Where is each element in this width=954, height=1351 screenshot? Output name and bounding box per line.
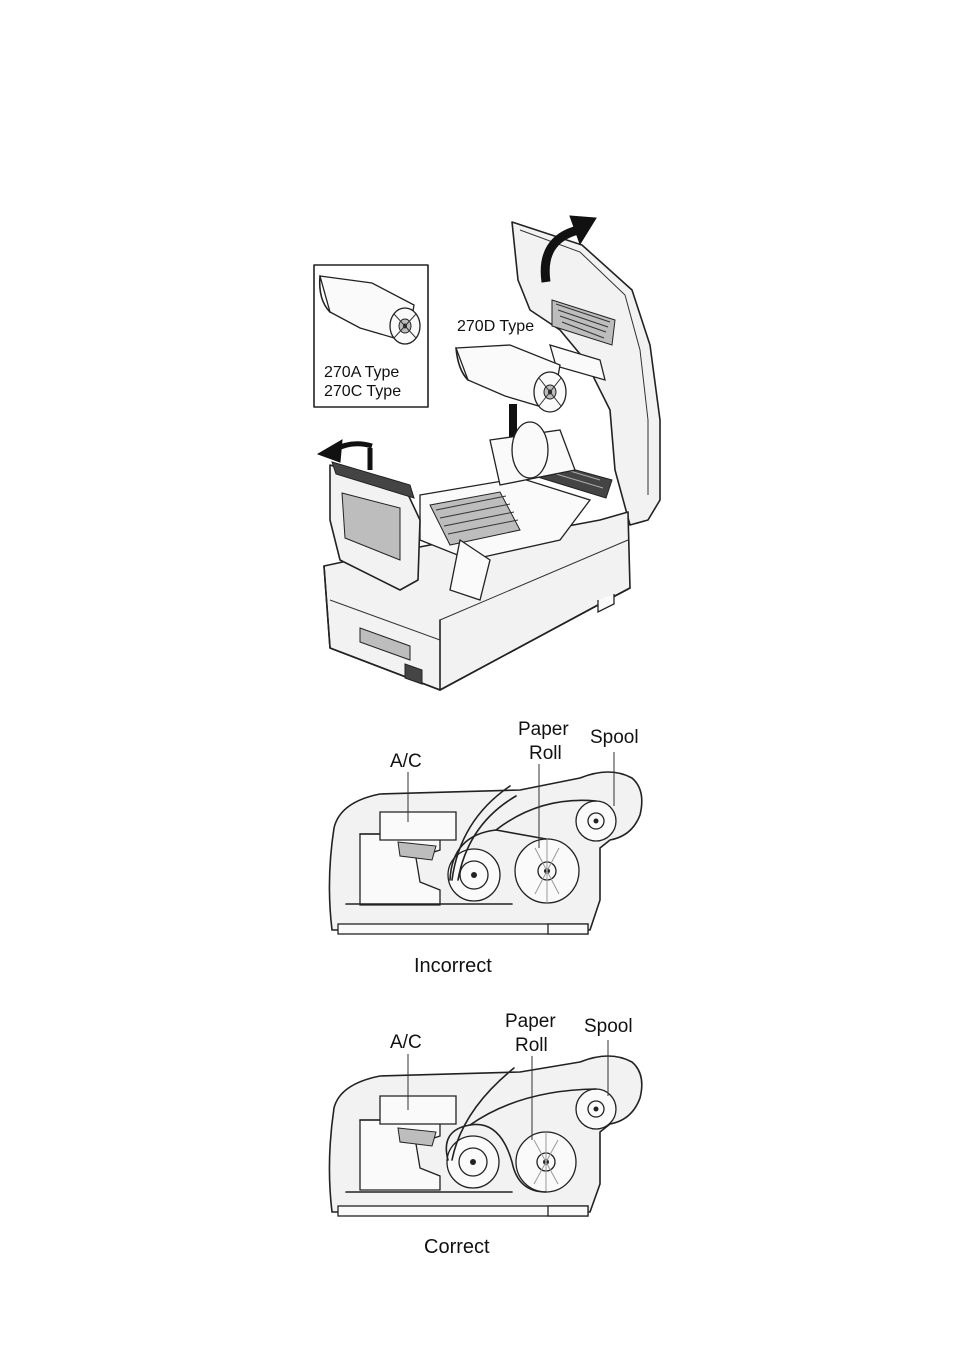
roll-inset-box: 270A Type 270C Type: [314, 265, 428, 407]
label-270d-type: 270D Type: [457, 318, 534, 335]
label-paper-correct: Paper: [505, 1011, 556, 1032]
label-ac-incorrect: A/C: [390, 751, 422, 772]
label-270a-type: 270A Type: [324, 364, 399, 381]
label-roll-correct: Roll: [515, 1035, 548, 1056]
printer-illustration: 270A Type 270C Type 270D Type: [314, 216, 660, 690]
label-270c-type: 270C Type: [324, 383, 401, 400]
label-spool-incorrect: Spool: [590, 727, 639, 748]
label-ac-correct: A/C: [390, 1032, 422, 1053]
diagram-correct: A/C Paper Roll Spool Correct: [329, 1011, 641, 1258]
diagram-incorrect: A/C Paper Roll Spool Incorrect: [329, 719, 641, 977]
caption-incorrect: Incorrect: [414, 955, 492, 977]
label-spool-correct: Spool: [584, 1016, 633, 1037]
label-roll-incorrect: Roll: [529, 743, 562, 764]
caption-correct: Correct: [424, 1236, 490, 1258]
label-paper-incorrect: Paper: [518, 719, 569, 740]
